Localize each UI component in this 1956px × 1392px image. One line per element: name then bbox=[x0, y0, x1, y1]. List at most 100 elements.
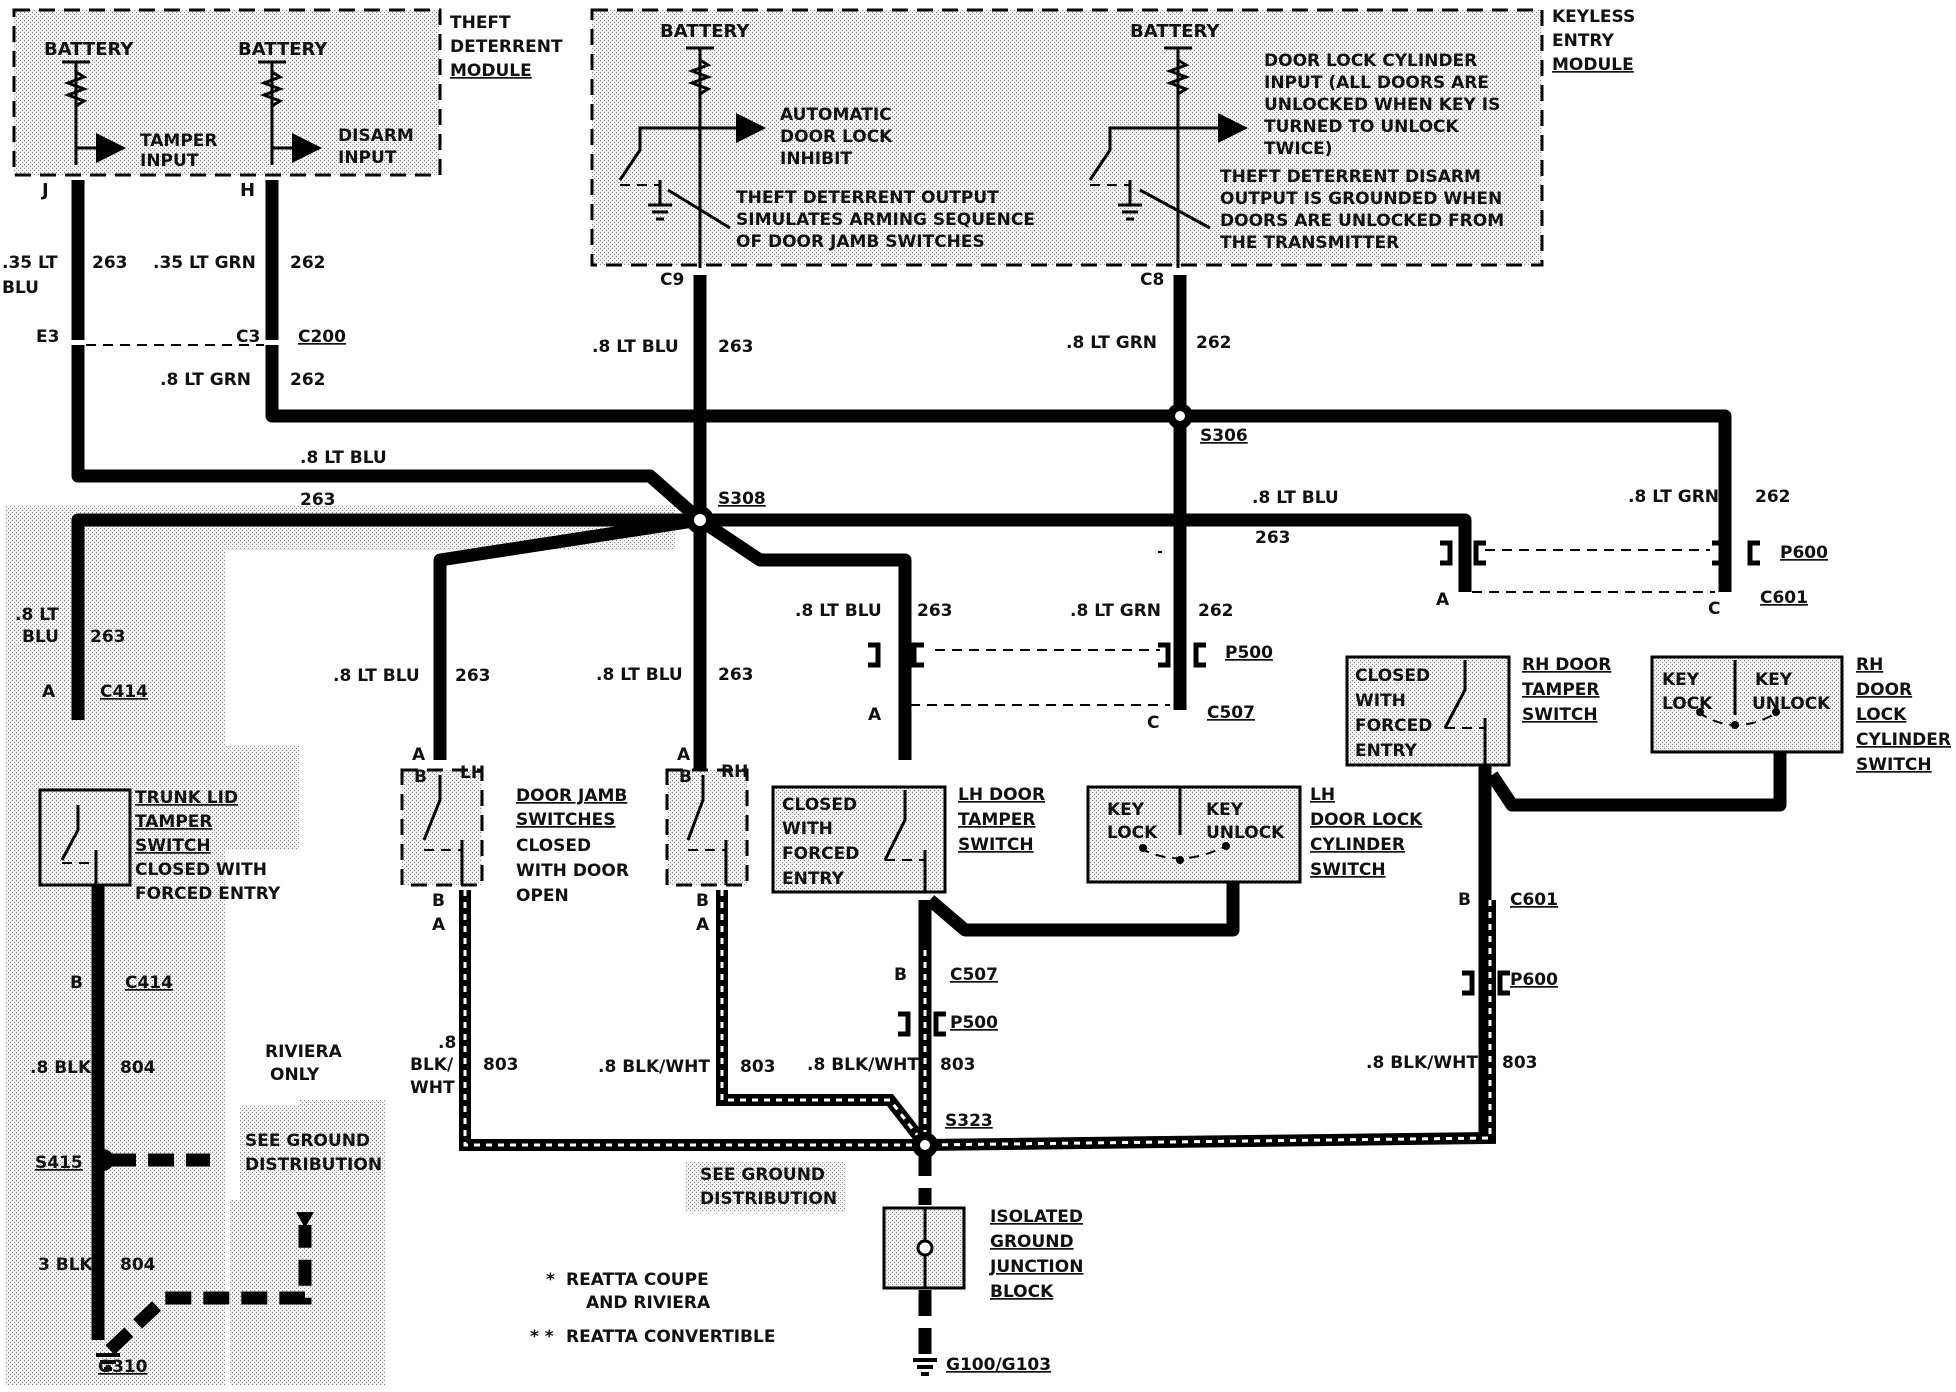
wire-color-label: .35 LT GRN bbox=[153, 253, 256, 273]
lh-lock-label: DOOR LOCK bbox=[1310, 810, 1423, 830]
disarm-input-label: INPUT bbox=[338, 148, 397, 168]
wire-color-label: .8 LT BLU bbox=[300, 448, 387, 468]
keyless-entry-module: BATTERY BATTERY AUTOMATIC DOOR LOCK INHI… bbox=[590, 8, 1544, 268]
wire-color-label: WHT bbox=[410, 1078, 455, 1098]
circuit-number: 263 bbox=[917, 601, 953, 621]
theft-deterrent-module: BATTERY BATTERY TAMPER INPUT DISARM INPU… bbox=[12, 8, 442, 177]
theft-deterrent-disarm-label: THE TRANSMITTER bbox=[1220, 233, 1399, 253]
pin-label: H bbox=[240, 180, 255, 201]
rh-lock-label: CYLINDER bbox=[1856, 730, 1951, 750]
door-lock-cylinder-input-label: INPUT (ALL DOORS ARE bbox=[1264, 73, 1489, 93]
isolated-ground-junction-block bbox=[882, 1206, 966, 1290]
lh-lock-label: SWITCH bbox=[1310, 860, 1386, 880]
wire-color-label: .8 BLK/WHT bbox=[1366, 1053, 1478, 1073]
legend-text: REATTA COUPE bbox=[566, 1270, 709, 1290]
wire-color-label: .8 LT BLU bbox=[592, 337, 679, 357]
connector-label: P600 bbox=[1510, 970, 1558, 990]
trunk-switch-label: FORCED ENTRY bbox=[135, 884, 281, 904]
circuit-number: 803 bbox=[940, 1055, 976, 1075]
battery-label: BATTERY bbox=[1130, 21, 1220, 42]
riviera-only-note: ONLY bbox=[270, 1065, 320, 1085]
wire-color-label: 3 BLK bbox=[38, 1255, 94, 1275]
auto-door-lock-inhibit-label: INHIBIT bbox=[780, 149, 852, 169]
wire-color-label: .8 LT GRN bbox=[1066, 333, 1157, 353]
splice-label: S308 bbox=[718, 489, 766, 509]
battery-label: BATTERY bbox=[660, 21, 750, 42]
lh-lock-label: LH bbox=[1310, 785, 1335, 805]
lh-tamper-inner-label: ENTRY bbox=[782, 869, 845, 889]
lh-tamper-label: TAMPER bbox=[958, 810, 1036, 830]
wire-color-label: .8 bbox=[438, 1033, 456, 1053]
pin-label: B bbox=[414, 767, 427, 787]
pin-label: B bbox=[432, 891, 445, 911]
pin-label: C9 bbox=[660, 270, 684, 290]
circuit-number: 263 bbox=[718, 337, 754, 357]
lh-label: LH bbox=[460, 763, 485, 783]
splice-label: S306 bbox=[1200, 426, 1248, 446]
rh-tamper-inner-label: WITH bbox=[1355, 691, 1406, 711]
theft-deterrent-output-label: OF DOOR JAMB SWITCHES bbox=[736, 232, 985, 252]
door-lock-cylinder-input-label: TURNED TO UNLOCK bbox=[1264, 117, 1460, 137]
see-ground-note: SEE GROUND bbox=[245, 1131, 370, 1151]
lh-lock-inner-label: KEY bbox=[1206, 800, 1244, 820]
wire-color-label: BLU bbox=[2, 278, 39, 298]
circuit-number: 262 bbox=[1198, 601, 1234, 621]
theft-deterrent-output-label: SIMULATES ARMING SEQUENCE bbox=[736, 210, 1035, 230]
circuit-number: 803 bbox=[740, 1057, 776, 1077]
rh-lock-inner-label: LOCK bbox=[1662, 694, 1713, 714]
splice-label: S323 bbox=[945, 1111, 993, 1131]
theft-deterrent-module-title: DETERRENT bbox=[450, 37, 563, 57]
pin-label: C bbox=[1147, 713, 1159, 733]
keyless-entry-module-title: KEYLESS bbox=[1552, 7, 1635, 27]
wire-color-label: .8 LT GRN bbox=[1628, 487, 1719, 507]
wire-color-label: .8 BLK/WHT bbox=[598, 1057, 710, 1077]
rh-lock-inner-label: KEY bbox=[1755, 670, 1793, 690]
door-jamb-label: CLOSED bbox=[516, 836, 591, 856]
rh-door-tamper-switch bbox=[1345, 655, 1511, 767]
lh-lock-inner-label: LOCK bbox=[1107, 823, 1158, 843]
ground-icon bbox=[96, 1353, 120, 1371]
rh-lock-label: RH bbox=[1856, 655, 1883, 675]
rh-tamper-label: RH DOOR bbox=[1522, 655, 1611, 675]
rh-label: RH bbox=[721, 762, 748, 782]
auto-door-lock-inhibit-label: DOOR LOCK bbox=[780, 127, 893, 147]
door-jamb-label: WITH DOOR bbox=[516, 861, 629, 881]
keyless-entry-module-title: ENTRY bbox=[1552, 31, 1615, 51]
door-lock-cylinder-input-label: DOOR LOCK CYLINDER bbox=[1264, 51, 1477, 71]
pin-label: B bbox=[679, 767, 692, 787]
battery-label: BATTERY bbox=[238, 39, 328, 60]
iso-ground-label: GROUND bbox=[990, 1232, 1074, 1252]
circuit-number: 262 bbox=[290, 253, 326, 273]
connector-bracket-icons bbox=[868, 540, 1760, 1037]
circuit-number: 804 bbox=[120, 1058, 156, 1078]
disarm-input-label: DISARM bbox=[338, 126, 414, 146]
pin-label: B bbox=[696, 891, 709, 911]
lh-door-lock-cylinder-switch bbox=[1086, 785, 1302, 884]
lh-tamper-label: SWITCH bbox=[958, 835, 1034, 855]
wire-color-label: .35 LT bbox=[2, 253, 58, 273]
pin-label: A bbox=[42, 682, 56, 702]
wire-color-label: .8 LT BLU bbox=[1252, 488, 1339, 508]
connector-label: C507 bbox=[1207, 703, 1255, 723]
trunk-switch-label: TRUNK LID bbox=[135, 788, 238, 808]
wire-color-label: .8 BLK bbox=[30, 1058, 92, 1078]
rh-lock-inner-label: KEY bbox=[1662, 670, 1700, 690]
pin-label: A bbox=[677, 745, 691, 765]
auto-door-lock-inhibit-label: AUTOMATIC bbox=[780, 105, 892, 125]
pin-label: C bbox=[1708, 599, 1720, 619]
door-jamb-label: OPEN bbox=[516, 886, 569, 906]
pin-label: A bbox=[868, 705, 882, 725]
iso-ground-label: ISOLATED bbox=[990, 1207, 1083, 1227]
wire-color-label: .8 LT bbox=[15, 605, 59, 625]
connector-label: C3 bbox=[236, 327, 260, 347]
connector-label: P500 bbox=[950, 1013, 998, 1033]
tamper-input-label: INPUT bbox=[140, 151, 199, 171]
theft-deterrent-disarm-label: DOORS ARE UNLOCKED FROM bbox=[1220, 211, 1504, 231]
see-ground-note: SEE GROUND bbox=[700, 1165, 825, 1185]
wire-color-label: .8 LT BLU bbox=[795, 601, 882, 621]
door-jamb-label: SWITCHES bbox=[516, 810, 615, 830]
circuit-number: 263 bbox=[92, 253, 128, 273]
pin-label: A bbox=[412, 745, 426, 765]
wire-color-label: .8 LT GRN bbox=[1070, 601, 1161, 621]
